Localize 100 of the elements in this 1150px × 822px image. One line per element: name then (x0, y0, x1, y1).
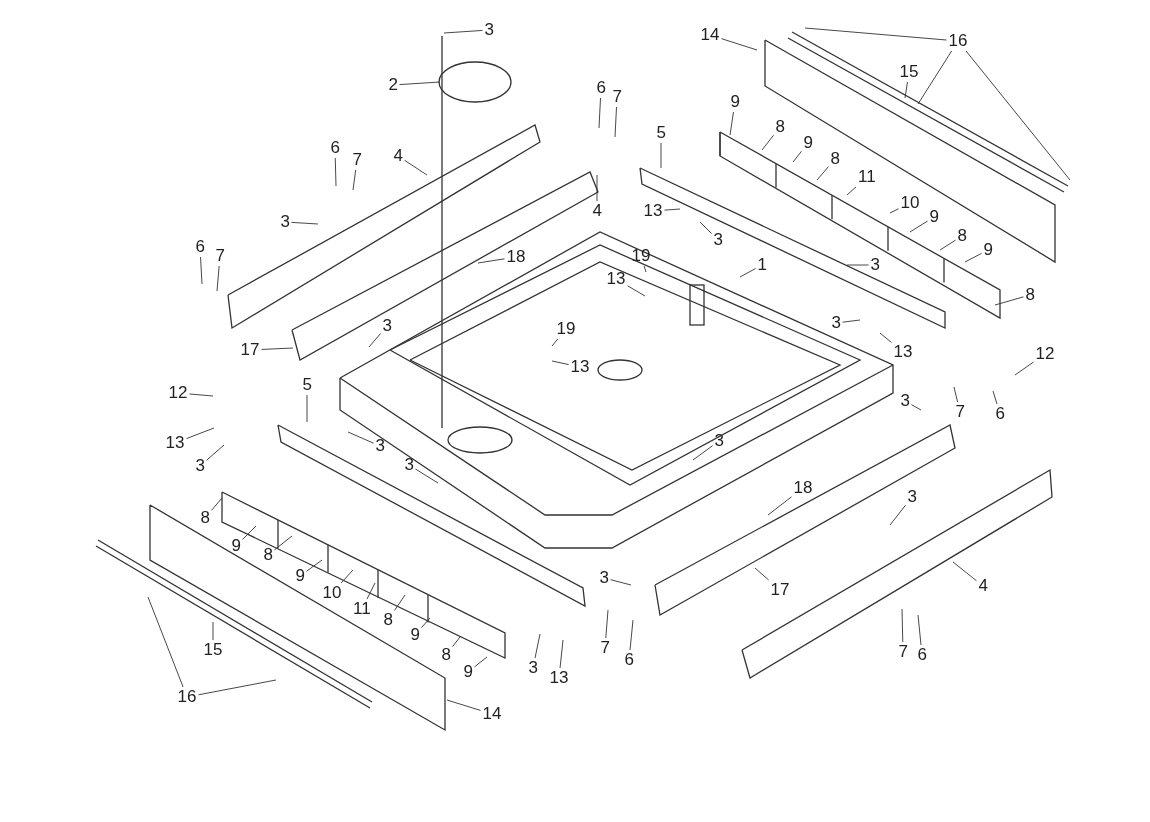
leader-line (939, 239, 956, 251)
leader-line (721, 38, 758, 51)
leader-line (596, 174, 598, 202)
leader-line (291, 221, 319, 225)
callout-number: 8 (1024, 286, 1036, 304)
callout-number: 16 (947, 32, 969, 50)
callout-number: 3 (527, 659, 539, 677)
leader-line (474, 656, 488, 668)
leader-line (610, 579, 632, 586)
leader-line (334, 157, 337, 187)
callout-number: 13 (569, 358, 591, 376)
leader-line (211, 497, 223, 511)
leader-line (352, 169, 357, 191)
leader-line (729, 111, 734, 136)
callout-number: 4 (591, 202, 603, 220)
leader-line (340, 569, 354, 584)
callout-number: 4 (392, 147, 404, 165)
leader-line (212, 621, 214, 641)
callout-number: 3 (869, 256, 881, 274)
callout-number: 1 (756, 256, 768, 274)
callout-number: 6 (595, 79, 607, 97)
leader-line (559, 639, 564, 669)
leader-line (477, 258, 505, 264)
leader-line (189, 393, 214, 397)
callout-number: 19 (630, 247, 652, 265)
callout-number: 2 (387, 76, 399, 94)
callout-number: 3 (279, 213, 291, 231)
callout-number: 11 (352, 600, 372, 618)
leader-line (660, 142, 662, 169)
leader-line (274, 535, 293, 551)
callout-number: 8 (829, 150, 841, 168)
leader-line (551, 338, 559, 347)
leader-line (699, 221, 712, 234)
leader-line (904, 81, 908, 99)
callout-number: 9 (802, 134, 814, 152)
callout-number: 3 (899, 392, 911, 410)
callout-number: 11 (857, 168, 877, 186)
leader-line (629, 619, 634, 651)
callout-number: 9 (230, 537, 242, 555)
leader-line (627, 285, 646, 297)
leader-line (368, 333, 381, 348)
callout-number: 12 (167, 384, 189, 402)
leader-line (952, 561, 977, 582)
leader-line (216, 265, 220, 292)
leader-line (614, 106, 617, 138)
callout-number: 17 (239, 341, 261, 359)
callout-number: 14 (699, 26, 721, 44)
callout-number: 3 (906, 488, 918, 506)
leader-line (739, 268, 756, 278)
leader-line (754, 567, 770, 581)
callout-number: 4 (977, 577, 989, 595)
leader-line (889, 208, 899, 214)
callout-number: 18 (792, 479, 814, 497)
leader-line (605, 609, 609, 639)
callout-number: 9 (928, 208, 940, 226)
callout-number: 7 (611, 88, 623, 106)
leader-line (347, 431, 374, 444)
leader-line (1014, 361, 1034, 376)
leader-line (366, 582, 376, 600)
leader-line (415, 468, 439, 484)
leader-line (901, 608, 904, 643)
callout-number: 7 (599, 639, 611, 657)
callout-number: 8 (956, 227, 968, 245)
callout-number: 3 (483, 21, 495, 39)
callout-number: 7 (214, 247, 226, 265)
leader-line (200, 256, 203, 285)
callout-number: 13 (548, 669, 570, 687)
callout-number: 12 (1034, 345, 1056, 363)
leader-line (446, 699, 481, 711)
callout-number: 15 (898, 63, 920, 81)
leader-line (911, 404, 922, 411)
callout-number: 7 (954, 403, 966, 421)
callout-number: 10 (321, 584, 343, 602)
leader-line (404, 159, 428, 176)
callout-number: 8 (262, 546, 274, 564)
leader-line (917, 614, 922, 646)
leader-line (964, 252, 982, 263)
leader-line (917, 50, 953, 105)
callout-number: 3 (403, 456, 415, 474)
leader-line (792, 150, 802, 163)
leader-line (994, 296, 1024, 306)
callout-number: 3 (713, 432, 725, 450)
callout-number: 6 (329, 139, 341, 157)
leader-line (306, 394, 308, 423)
leader-line (846, 264, 869, 266)
callout-number: 3 (374, 437, 386, 455)
callout-number: 18 (505, 248, 527, 266)
leader-line (186, 427, 215, 440)
leader-line (953, 386, 959, 403)
callout-number: 8 (199, 509, 211, 527)
leader-line (846, 186, 857, 196)
callout-number: 9 (409, 626, 421, 644)
callout-number: 17 (769, 581, 791, 599)
callout-number: 15 (202, 641, 224, 659)
callout-number: 13 (642, 202, 664, 220)
callout-number: 3 (712, 231, 724, 249)
callout-number: 3 (830, 314, 842, 332)
leader-line (761, 134, 774, 151)
leader-line (399, 81, 441, 86)
leader-line (767, 496, 792, 516)
